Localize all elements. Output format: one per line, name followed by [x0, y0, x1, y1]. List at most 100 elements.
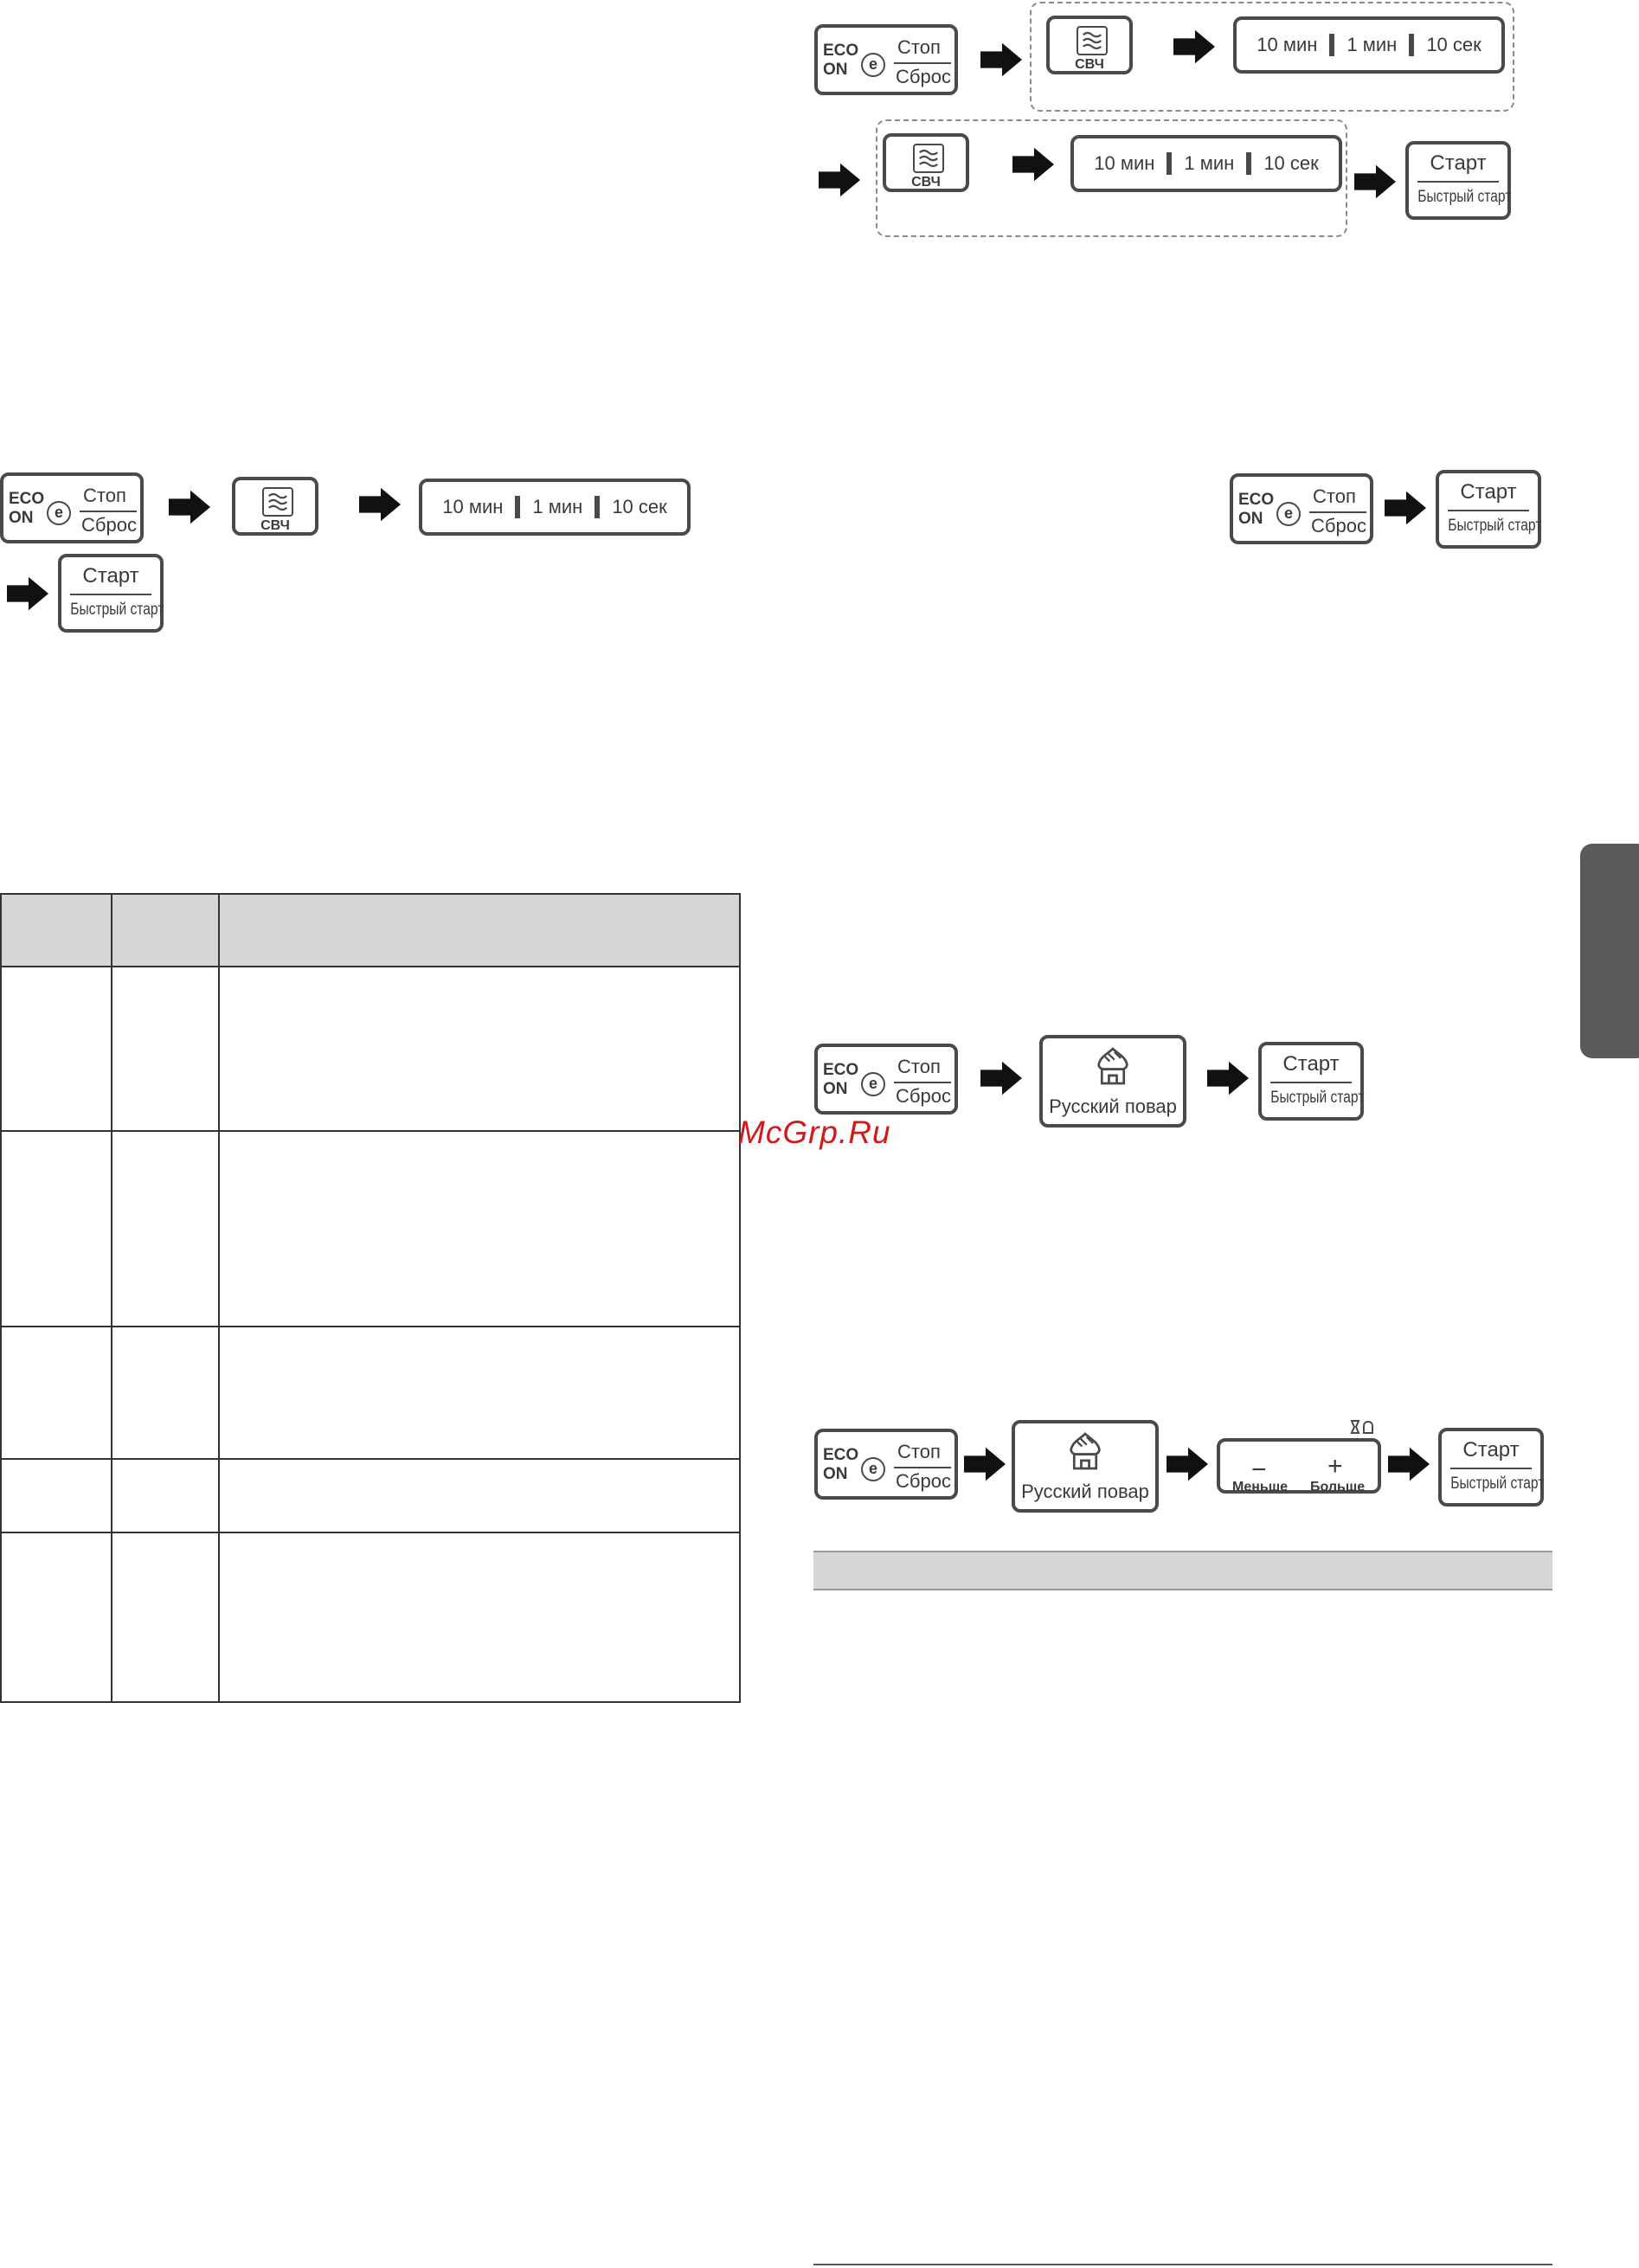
time-10sec-button[interactable]: 10 сек — [1426, 34, 1482, 55]
reset-label: Сброс — [896, 66, 951, 87]
start-quick-start-key[interactable]: Старт Быстрый старт — [1405, 141, 1511, 220]
column-divider — [111, 895, 112, 1701]
stop-label: Стоп — [897, 1441, 941, 1462]
on-label: ON — [823, 1080, 848, 1098]
right-arrow-icon — [1012, 147, 1054, 182]
on-label: ON — [1238, 510, 1263, 528]
time-10min-button[interactable]: 10 мин — [1257, 34, 1318, 55]
quick-start-label: Быстрый старт — [70, 601, 164, 619]
russian-chef-label: Русский повар — [1021, 1481, 1149, 1502]
key-divider — [1448, 510, 1529, 511]
on-label: ON — [9, 509, 34, 527]
right-arrow-icon — [1385, 491, 1426, 525]
right-arrow-icon — [1388, 1447, 1430, 1481]
eco-stop-reset-key[interactable]: ECO ON e Стоп Сброс — [0, 472, 144, 543]
right-arrow-icon — [7, 576, 48, 611]
reset-label: Сброс — [81, 514, 137, 536]
reset-label: Сброс — [896, 1470, 951, 1492]
right-arrow-icon — [1167, 1447, 1208, 1481]
key-divider — [894, 62, 951, 64]
eco-stop-reset-key[interactable]: ECO ON e Стоп Сброс — [814, 1429, 958, 1500]
stop-label: Стоп — [897, 1056, 941, 1077]
microwave-waves-icon — [262, 487, 293, 517]
time-1min-button[interactable]: 1 мин — [1184, 152, 1235, 174]
start-label: Старт — [1462, 1438, 1520, 1462]
more-button[interactable]: + — [1327, 1452, 1343, 1481]
key-divider — [1417, 181, 1499, 183]
right-arrow-icon — [169, 490, 210, 524]
eco-label: ECO — [823, 1061, 859, 1079]
microwave-key[interactable]: СВЧ — [1046, 16, 1133, 74]
time-10min-button[interactable]: 10 мин — [442, 496, 504, 517]
more-label: Больше — [1310, 1480, 1366, 1494]
time-keys[interactable]: 10 мин 1 мин 10 сек — [1070, 135, 1342, 192]
microwave-waves-icon — [1077, 26, 1108, 55]
right-arrow-icon — [1207, 1061, 1249, 1095]
quick-start-label: Быстрый старт — [1417, 188, 1512, 206]
table-header — [2, 895, 739, 966]
separator — [1409, 34, 1415, 56]
cooking-table — [0, 893, 741, 1703]
watermark: McGrp.Ru — [738, 1115, 891, 1150]
eco-stop-reset-key[interactable]: ECO ON e Стоп Сброс — [1230, 473, 1373, 544]
right-arrow-icon — [359, 487, 401, 522]
start-quick-start-key[interactable]: Старт Быстрый старт — [1438, 1428, 1544, 1507]
eco-stop-reset-key[interactable]: ECO ON e Стоп Сброс — [814, 1044, 958, 1115]
russian-chef-key[interactable]: Русский повар — [1039, 1035, 1186, 1128]
russian-chef-key[interactable]: Русский повар — [1012, 1420, 1159, 1513]
separator — [595, 496, 601, 518]
less-more-key[interactable]: − + Меньше Больше — [1217, 1438, 1381, 1494]
quick-start-label: Быстрый старт — [1270, 1089, 1365, 1107]
eco-stop-reset-key[interactable]: ECO ON e Стоп Сброс — [814, 24, 958, 95]
column-divider — [218, 895, 220, 1701]
on-label: ON — [823, 61, 848, 79]
quick-start-label: Быстрый старт — [1450, 1475, 1545, 1493]
start-label: Старт — [1460, 480, 1517, 504]
separator — [1329, 34, 1335, 56]
table-row-divider — [2, 966, 739, 967]
section-header-bar — [813, 1551, 1552, 1590]
time-10sec-button[interactable]: 10 сек — [1263, 152, 1319, 174]
key-divider — [1309, 511, 1366, 513]
table-row-divider — [2, 1458, 739, 1460]
less-button[interactable]: − — [1251, 1455, 1267, 1484]
right-arrow-icon — [1173, 29, 1215, 64]
time-1min-button[interactable]: 1 мин — [532, 496, 583, 517]
table-row-divider — [2, 1130, 739, 1132]
key-divider — [894, 1467, 951, 1468]
eco-leaf-icon: e — [47, 501, 71, 525]
start-quick-start-key[interactable]: Старт Быстрый старт — [1436, 470, 1541, 549]
less-label: Меньше — [1232, 1480, 1288, 1494]
start-quick-start-key[interactable]: Старт Быстрый старт — [58, 554, 164, 633]
table-row-divider — [2, 1326, 739, 1327]
repeat-group-box — [876, 119, 1347, 237]
reset-label: Сброс — [1311, 515, 1366, 536]
separator — [1246, 152, 1252, 175]
time-10sec-button[interactable]: 10 сек — [612, 496, 667, 517]
start-quick-start-key[interactable]: Старт Быстрый старт — [1258, 1042, 1364, 1121]
eco-label: ECO — [823, 42, 859, 60]
reset-label: Сброс — [896, 1085, 951, 1107]
microwave-key[interactable]: СВЧ — [883, 133, 969, 192]
weight-icon — [1350, 1420, 1373, 1434]
eco-label: ECO — [9, 490, 45, 508]
key-divider — [70, 594, 151, 595]
time-1min-button[interactable]: 1 мин — [1347, 34, 1398, 55]
quick-start-label: Быстрый старт — [1448, 517, 1542, 535]
start-label: Старт — [1282, 1052, 1340, 1076]
eco-label: ECO — [1238, 491, 1275, 509]
microwave-key[interactable]: СВЧ — [232, 477, 318, 536]
time-10min-button[interactable]: 10 мин — [1094, 152, 1155, 174]
microwave-label: СВЧ — [1075, 57, 1104, 72]
stop-label: Стоп — [897, 36, 941, 58]
key-divider — [1270, 1082, 1352, 1083]
time-keys[interactable]: 10 мин 1 мин 10 сек — [1233, 16, 1505, 74]
separator — [1167, 152, 1173, 175]
table-row-divider — [2, 1532, 739, 1533]
eco-leaf-icon: e — [861, 53, 885, 77]
right-arrow-icon — [964, 1447, 1006, 1481]
start-label: Старт — [1430, 151, 1487, 175]
start-label: Старт — [82, 564, 139, 588]
eco-label: ECO — [823, 1446, 859, 1464]
time-keys[interactable]: 10 мин 1 мин 10 сек — [419, 479, 691, 536]
